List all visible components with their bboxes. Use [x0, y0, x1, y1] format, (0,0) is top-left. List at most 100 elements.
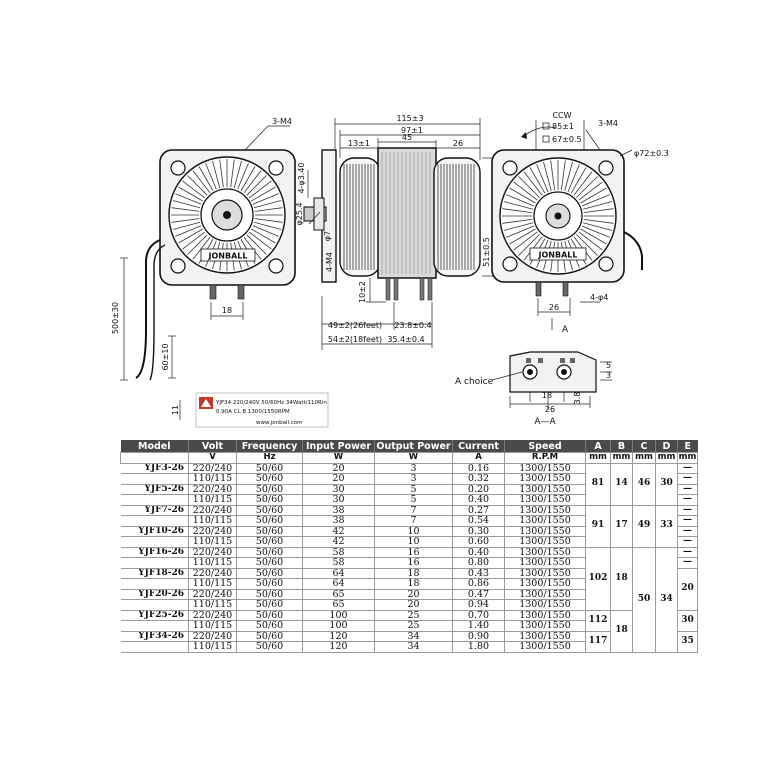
fin: [212, 160, 221, 189]
header-e: E: [677, 440, 698, 453]
cell-volt: 220/240: [188, 546, 237, 558]
fin: [243, 170, 262, 194]
fin: [178, 186, 203, 202]
header-c: C: [632, 440, 656, 453]
cell-dim-c: 50: [632, 546, 656, 653]
fin: [529, 167, 546, 194]
cell-out: 25: [374, 620, 453, 632]
cell-dim-d: 33: [655, 504, 678, 548]
cell-rpm: 1300/1550: [504, 515, 586, 527]
cell-rpm: 1300/1550: [504, 536, 586, 548]
nameplate: YJF34 220/240V 50/60Hz 34Watt/110Rin 0.9…: [195, 392, 329, 428]
cell-in: 20: [302, 473, 375, 485]
cell-rpm: 1300/1550: [504, 462, 586, 474]
mount-ear-label: 4-φ3.40: [297, 162, 306, 193]
cell-amp: 1.80: [452, 641, 505, 653]
fin: [253, 200, 282, 209]
header-d: D: [655, 440, 678, 453]
spec-table: Model Volt Frequency Input Power Output …: [120, 440, 698, 653]
cell-dim-a: 102: [585, 546, 611, 611]
cell-model: [120, 599, 189, 611]
cell-dim-a: 81: [585, 462, 611, 506]
cell-dim-b: 17: [610, 504, 633, 548]
nameplate-line3: www.jonball.com: [256, 420, 303, 426]
lead-strip-label: 60±10: [161, 343, 170, 370]
fin: [248, 231, 272, 250]
cell-volt: 110/115: [188, 641, 237, 653]
fin: [513, 231, 538, 251]
fin: [252, 225, 279, 237]
ccw-label: CCW: [552, 111, 571, 120]
cell-hz: 50/60: [236, 630, 303, 642]
cell-volt: 220/240: [188, 567, 237, 579]
cell-volt: 110/115: [188, 515, 237, 527]
cell-model: YJF18-26: [120, 567, 189, 579]
fin: [578, 181, 603, 201]
fin: [578, 231, 603, 251]
cell-out: 34: [374, 630, 453, 642]
cell-hz: 50/60: [236, 515, 303, 527]
fin: [237, 163, 249, 190]
cell-dim-e: 35: [677, 630, 698, 653]
header-model: Model: [120, 440, 189, 453]
cell-rpm: 1300/1550: [504, 504, 586, 516]
cell-rpm: 1300/1550: [504, 567, 586, 579]
header-output-power: Output Power: [374, 440, 453, 453]
fin: [564, 161, 573, 191]
front-brand: JONBALL: [208, 252, 248, 261]
square-85-label: 85±1: [552, 122, 574, 131]
header-speed: Speed: [504, 440, 586, 453]
cell-dim-b: 18: [610, 546, 633, 611]
dim-49-label: 49±2(26feet): [328, 321, 382, 330]
cooling-fins: [343, 164, 375, 270]
shaft-m4-label: 4-M4: [325, 252, 334, 272]
mount-hole: [170, 160, 186, 176]
dim-23-8-label: 23.8±0.4: [394, 321, 431, 330]
mount-hole: [170, 258, 186, 274]
fin: [502, 208, 533, 214]
cell-model: [120, 641, 189, 653]
unit-cell: A: [452, 452, 505, 464]
fin: [182, 231, 206, 250]
cell-model: [120, 620, 189, 632]
fin: [171, 218, 200, 223]
cell-in: 120: [302, 630, 375, 642]
body-length-label: 97±1: [401, 126, 423, 135]
fin: [550, 160, 556, 191]
unit-cell: mm: [632, 452, 656, 464]
cell-hz: 50/60: [236, 588, 303, 600]
fin: [536, 164, 549, 193]
header-current: Current: [452, 440, 505, 453]
terminal: [427, 277, 433, 301]
stator-laminations: [381, 152, 431, 274]
section-dim-5: 5: [606, 361, 611, 370]
cell-in: 64: [302, 578, 375, 590]
fin: [503, 201, 533, 210]
cell-hz: 50/60: [236, 483, 303, 495]
fin: [252, 193, 279, 205]
cell-volt: 110/115: [188, 536, 237, 548]
bottom-dim-label: 11: [171, 405, 180, 415]
cell-dim-e: —: [677, 546, 698, 558]
header-input-power: Input Power: [302, 440, 375, 453]
cell-dim-e: —: [677, 557, 698, 569]
fin: [573, 171, 593, 196]
cell-in: 100: [302, 609, 375, 621]
cell-out: 5: [374, 483, 453, 495]
cell-amp: 0.30: [452, 525, 505, 537]
cell-out: 5: [374, 494, 453, 506]
cell-dim-c: 49: [632, 504, 656, 548]
side-view: 115±3 97±1 13±1 45 26 4-φ3.40 φ25.4 φ7 4…: [295, 114, 498, 350]
fin: [580, 228, 607, 245]
cell-out: 18: [374, 578, 453, 590]
cell-in: 64: [302, 567, 375, 579]
cell-hz: 50/60: [236, 536, 303, 548]
cell-model: [120, 515, 189, 527]
fin: [560, 160, 566, 191]
section-dim-18: 18: [542, 391, 552, 400]
